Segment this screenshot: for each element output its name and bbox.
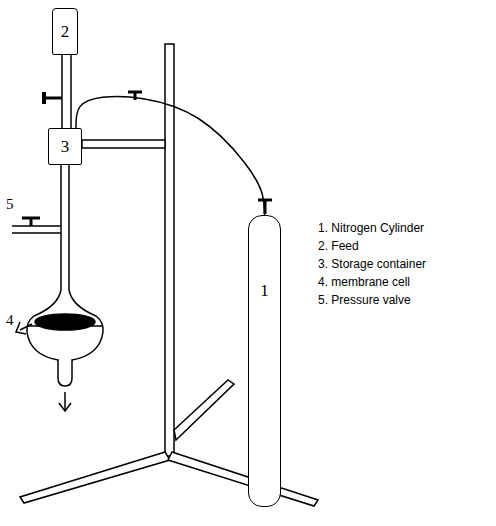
legend-entry: 3. Storage container bbox=[318, 258, 426, 271]
feed-tube bbox=[70, 55, 72, 128]
membrane-cell-flask bbox=[27, 290, 103, 386]
nitrogen-hose bbox=[76, 96, 265, 215]
glass-stem bbox=[68, 165, 70, 290]
legend-entry: 5. Pressure valve bbox=[318, 294, 411, 307]
legend-entry: 2. Feed bbox=[318, 240, 359, 253]
pressure-arm bbox=[12, 232, 61, 234]
callout-number: 2 bbox=[61, 23, 70, 40]
legend-entry: 4. membrane cell bbox=[318, 276, 410, 289]
leader-line bbox=[20, 324, 32, 330]
callout-number: 5 bbox=[6, 196, 14, 213]
nitrogen-cylinder: 1 bbox=[248, 215, 281, 507]
stand-leg bbox=[168, 452, 318, 506]
pressure-valve bbox=[30, 218, 33, 226]
feed-tube bbox=[61, 55, 63, 128]
feed-bottle: 2 bbox=[52, 8, 78, 55]
pressure-arm bbox=[12, 225, 61, 227]
legend-entry: 1. Nitrogen Cylinder bbox=[318, 222, 424, 235]
leader-arrow bbox=[16, 322, 26, 334]
callout-number: 1 bbox=[260, 282, 269, 299]
stand-leg bbox=[174, 380, 234, 440]
glass-stem bbox=[60, 165, 62, 290]
callout-number: 4 bbox=[6, 312, 14, 329]
membrane bbox=[35, 314, 95, 330]
feed-valve bbox=[42, 92, 46, 104]
stand-leg bbox=[20, 452, 170, 503]
feed-valve bbox=[44, 97, 62, 100]
clamp-arm bbox=[82, 140, 165, 148]
callout-number: 3 bbox=[61, 138, 70, 155]
storage-container: 3 bbox=[48, 128, 82, 165]
hose-valve bbox=[134, 92, 137, 100]
outflow-arrow bbox=[59, 403, 71, 411]
outflow-arrow bbox=[64, 392, 66, 410]
